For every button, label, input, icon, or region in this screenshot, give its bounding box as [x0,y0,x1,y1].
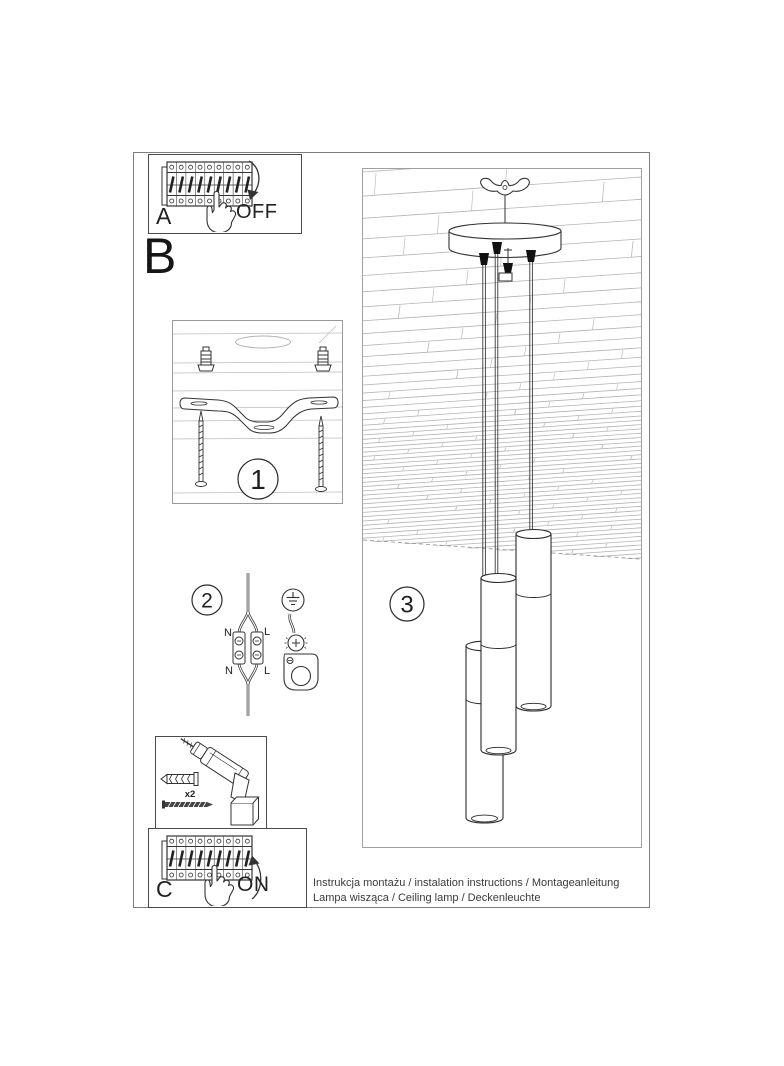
footer-line-1: Instrukcja montażu / instalation instruc… [313,877,620,889]
wall-plug-icon [160,772,199,786]
tools-box: x2 [155,736,267,829]
step-a-box: A OFF [148,154,302,234]
step-number-circle [237,458,279,500]
step-2-number: 2 [201,590,213,613]
bracket-mounting-illustration: 1 [173,325,342,500]
wire-n-bottom-label: N [225,665,233,677]
canopy-icon [448,222,562,259]
hand-pressing-icon [204,864,235,906]
ceiling-planks [363,169,641,560]
on-label: ON [237,873,270,896]
ceiling-anchor-icon [197,346,332,372]
ceiling-hook-icon [480,177,530,224]
tools-illustration: x2 [160,738,260,826]
step-2-wiring: 2 N L N L [190,570,330,720]
step-a-label: A [156,203,172,229]
junction-hole [235,335,291,349]
wire-n-top-label: N [224,627,232,639]
lamp-shade-center [480,572,517,756]
off-label: OFF [236,201,278,223]
anchor-count-label: x2 [185,789,196,800]
step-number-circle [191,584,223,616]
arrow-down-icon [247,160,260,200]
screw-flat-icon [162,800,213,809]
arrow-up-icon [248,855,262,900]
hand-pressing-icon [206,190,237,232]
ground-symbol-icon [281,588,305,612]
pendant-lamp-illustration: 3 [363,169,641,824]
mounting-bracket-icon [179,396,339,434]
lamp-shade-right [515,528,552,712]
step-c-box: C ON [148,828,307,908]
breaker-on-illustration [161,835,262,906]
drill-icon [180,738,260,826]
mains-wires [237,573,259,716]
footer-title-block: Instrukcja montażu / instalation instruc… [313,876,643,905]
step-1-box: 1 [172,320,343,504]
step-number-circle [389,586,425,622]
step-3-box: 3 [362,168,642,848]
step-3-number: 3 [400,592,413,619]
wire-l-bottom-label: L [264,665,270,677]
cable-grips [479,242,536,282]
step-b-label: B [143,228,178,284]
ground-terminal-icon [283,634,319,691]
footer-line-2: Lampa wisząca / Ceiling lamp / Deckenleu… [313,891,541,904]
step-1-number: 1 [250,464,266,495]
screw-icon [195,410,327,492]
wire-l-top-label: L [264,626,270,638]
wire-terminal-icon [232,631,264,665]
wiring-diagram-illustration: 2 N L N L [191,573,319,716]
ground-wire [288,613,296,634]
breaker-off-illustration [161,160,260,232]
circuit-breaker-icon [161,161,253,207]
step-c-label: C [156,876,173,902]
ceiling-edge [363,539,641,560]
